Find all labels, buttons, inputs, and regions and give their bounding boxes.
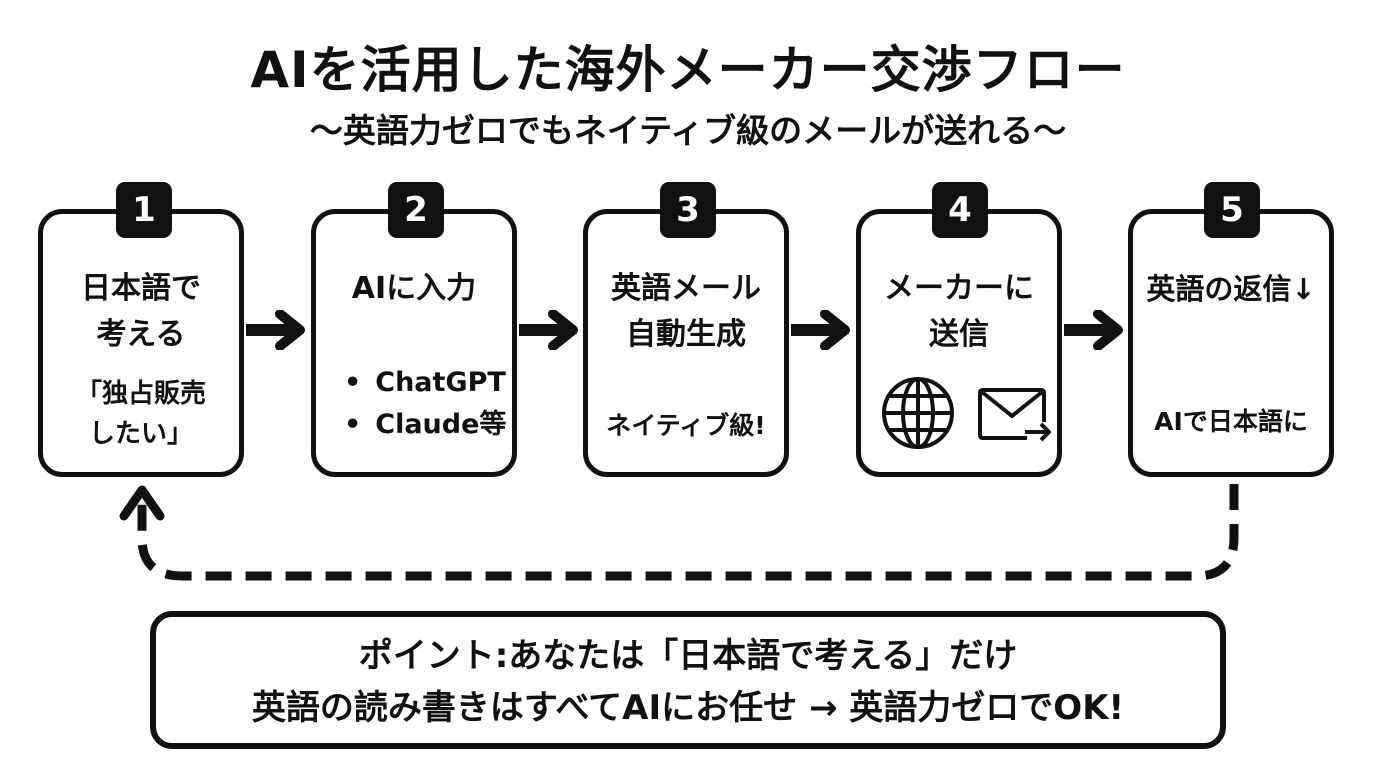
step-3-title-line-1: 英語メール <box>611 271 761 306</box>
globe-icon <box>882 377 954 449</box>
key-point-line-1: ポイント:あなたは「日本語で考える」だけ <box>358 636 1018 676</box>
step-1-box: 日本語で 考える 「独占販売 したい」 <box>38 209 244 477</box>
step-4-title-line-1: メーカーに <box>884 271 1034 306</box>
step-3-note: ネイティブ級! <box>606 411 766 440</box>
arrow-step-1-to-2 <box>246 310 305 350</box>
step-3-number-badge: 3 <box>660 182 716 238</box>
step-2-title: AIに入力 <box>351 271 477 306</box>
arrow-step-4-to-5 <box>1064 310 1123 350</box>
step-4-number-badge: 4 <box>932 182 988 238</box>
step-4-box: メーカーに 送信 <box>856 209 1062 477</box>
step-3-box: 英語メール 自動生成 ネイティブ級! <box>583 209 789 477</box>
diagram-title: AIを活用した海外メーカー交渉フロー <box>250 41 1126 99</box>
step-5-number-badge: 5 <box>1204 182 1260 238</box>
step-1-number-badge: 1 <box>116 182 172 238</box>
step-1-title: 日本語で 考える <box>43 266 239 358</box>
key-point-line-2: 英語の読み書きはすべてAIにお任せ → 英語力ゼロでOK! <box>251 688 1125 728</box>
step-2-number-badge: 2 <box>388 182 444 238</box>
arrow-step-3-to-4 <box>791 310 850 350</box>
step-5-title: 英語の返信↓ <box>1146 272 1316 306</box>
step-3-title: 英語メール 自動生成 <box>588 266 784 358</box>
key-point-box: ポイント:あなたは「日本語で考える」だけ 英語の読み書きはすべてAIにお任せ →… <box>150 611 1226 749</box>
step-1-title-line-1: 日本語で <box>81 271 201 306</box>
step-4-title: メーカーに 送信 <box>861 266 1057 358</box>
step-3-title-line-2: 自動生成 <box>626 317 746 352</box>
step-1-note: 「独占販売 したい」 <box>43 374 239 454</box>
step-2-bullet-list: ChatGPT Claude等 <box>344 362 506 446</box>
step-2-bullet-chatgpt: ChatGPT <box>344 362 506 404</box>
step-4-title-line-2: 送信 <box>929 317 989 352</box>
step-5-note: AIで日本語に <box>1154 407 1308 436</box>
arrow-step-2-to-3 <box>519 310 578 350</box>
step-1-note-line-2: したい」 <box>88 419 193 449</box>
step-1-note-line-1: 「独占販売 <box>75 379 206 409</box>
step-2-bullet-claude: Claude等 <box>344 404 506 446</box>
envelope-send-icon <box>978 388 1051 442</box>
diagram-subtitle: 〜英語力ゼロでもネイティブ級のメールが送れる〜 <box>309 111 1067 150</box>
step-1-title-line-2: 考える <box>96 317 186 352</box>
